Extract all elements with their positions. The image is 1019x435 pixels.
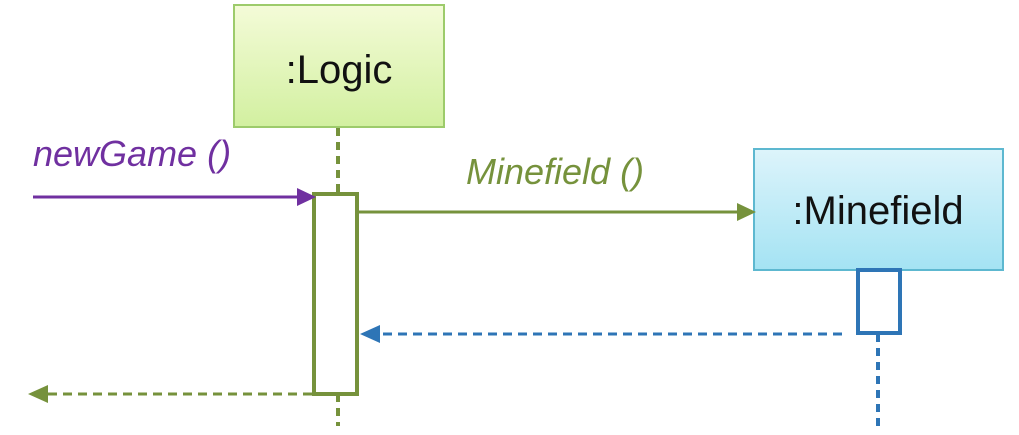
minefield-return-message — [360, 325, 842, 343]
logic-object: :Logic — [233, 4, 445, 128]
minefield-object-box — [753, 148, 1004, 271]
minefield-object-label: :Minefield — [792, 189, 963, 233]
newgame-arrowhead — [297, 188, 316, 206]
minefield-return-arrowhead — [360, 325, 380, 343]
logic-activation-bar — [312, 192, 359, 396]
newgame-label: newGame () — [33, 133, 231, 174]
logic-object-label: :Logic — [286, 48, 393, 92]
minefield-object: :Minefield — [753, 148, 1004, 271]
logic-object-box — [233, 4, 445, 128]
minefield-create-label: Minefield () — [466, 151, 644, 192]
minefield-create-message: Minefield () — [358, 151, 756, 221]
newgame-message: newGame () — [33, 133, 316, 206]
minefield-activation-bar — [856, 268, 902, 335]
minefield-create-arrowhead — [737, 203, 756, 221]
logic-return-arrowhead — [28, 385, 48, 403]
logic-return-message — [28, 385, 312, 403]
